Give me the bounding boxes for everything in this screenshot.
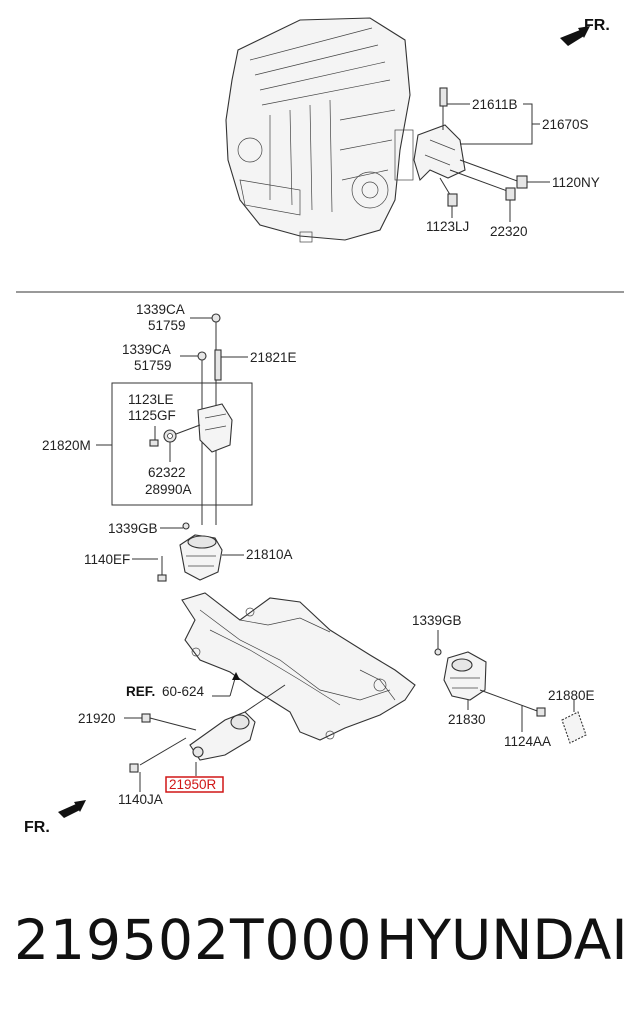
roll-stopper-21950R <box>124 684 286 792</box>
label-21611B: 21611B <box>472 97 518 112</box>
front-direction-arrow-top: FR. <box>560 17 610 46</box>
front-direction-label-top: FR. <box>584 17 610 34</box>
front-direction-arrow-bottom: FR. <box>24 800 86 836</box>
label-51759-lower: 51759 <box>134 358 172 373</box>
front-direction-label-bottom: FR. <box>24 819 50 836</box>
label-1339GB-right: 1339GB <box>412 613 462 628</box>
label-62322: 62322 <box>148 465 186 480</box>
label-21670S: 21670S <box>542 117 589 132</box>
label-1120NY: 1120NY <box>552 175 600 190</box>
label-1339CA-upper: 1339CA <box>136 302 185 317</box>
label-51759-upper: 51759 <box>148 318 186 333</box>
label-1124AA: 1124AA <box>504 734 551 749</box>
label-21820M: 21820M <box>42 438 91 453</box>
label-21830: 21830 <box>448 712 486 727</box>
label-21950R-highlighted: 21950R <box>169 777 217 792</box>
reference-prefix: REF. <box>126 684 155 699</box>
label-1339GB-left: 1339GB <box>108 521 158 536</box>
engine-bracket-21670S <box>413 87 528 207</box>
label-1125GF: 1125GF <box>128 408 176 423</box>
label-1123LJ: 1123LJ <box>426 219 469 234</box>
transmission-mount-21830 <box>434 630 546 732</box>
label-1140EF: 1140EF <box>84 552 130 567</box>
exploded-parts-diagram: 21611B 21670S 1120NY 1123LJ 22320 FR. 13… <box>16 17 624 836</box>
part-number: 219502T000 <box>14 908 373 972</box>
label-28990A: 28990A <box>145 482 192 497</box>
engine-block-illustration <box>225 17 414 243</box>
label-21880E: 21880E <box>548 688 595 703</box>
highlight-box-21950R <box>165 776 224 793</box>
assembly-box-21820M <box>111 382 253 506</box>
subframe-crossmember <box>181 592 416 741</box>
footer-caption: 219502T000 HYUNDAI <box>0 900 640 980</box>
label-22320: 22320 <box>490 224 528 239</box>
label-21810A: 21810A <box>246 547 293 562</box>
cover-plate-21880E <box>561 700 587 744</box>
engine-mount-21810A <box>132 522 244 582</box>
brand-name: HYUNDAI <box>376 908 628 972</box>
mount-bracket-21820M <box>149 403 233 462</box>
label-21920: 21920 <box>78 711 116 726</box>
label-1123LE: 1123LE <box>128 392 174 407</box>
label-1339CA-lower: 1339CA <box>122 342 171 357</box>
reference-value: 60-624 <box>162 684 205 699</box>
label-1140JA: 1140JA <box>118 792 163 807</box>
label-21821E: 21821E <box>250 350 297 365</box>
